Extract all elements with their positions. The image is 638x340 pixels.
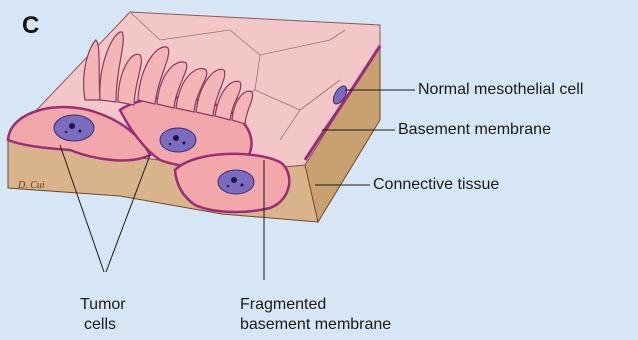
label-basement-membrane: Basement membrane <box>398 121 551 139</box>
artist-signature: D. Cui <box>18 180 45 191</box>
panel-letter: C <box>22 12 39 40</box>
label-connective-tissue: Connective tissue <box>373 176 499 194</box>
label-tumor-cells-line1: Tumor <box>80 296 126 314</box>
label-fragmented-line2: basement membrane <box>240 316 391 334</box>
label-tumor-cells-line2: cells <box>84 316 116 334</box>
label-normal-mesothelial-cell: Normal mesothelial cell <box>418 81 583 99</box>
label-fragmented-line1: Fragmented <box>240 296 326 314</box>
